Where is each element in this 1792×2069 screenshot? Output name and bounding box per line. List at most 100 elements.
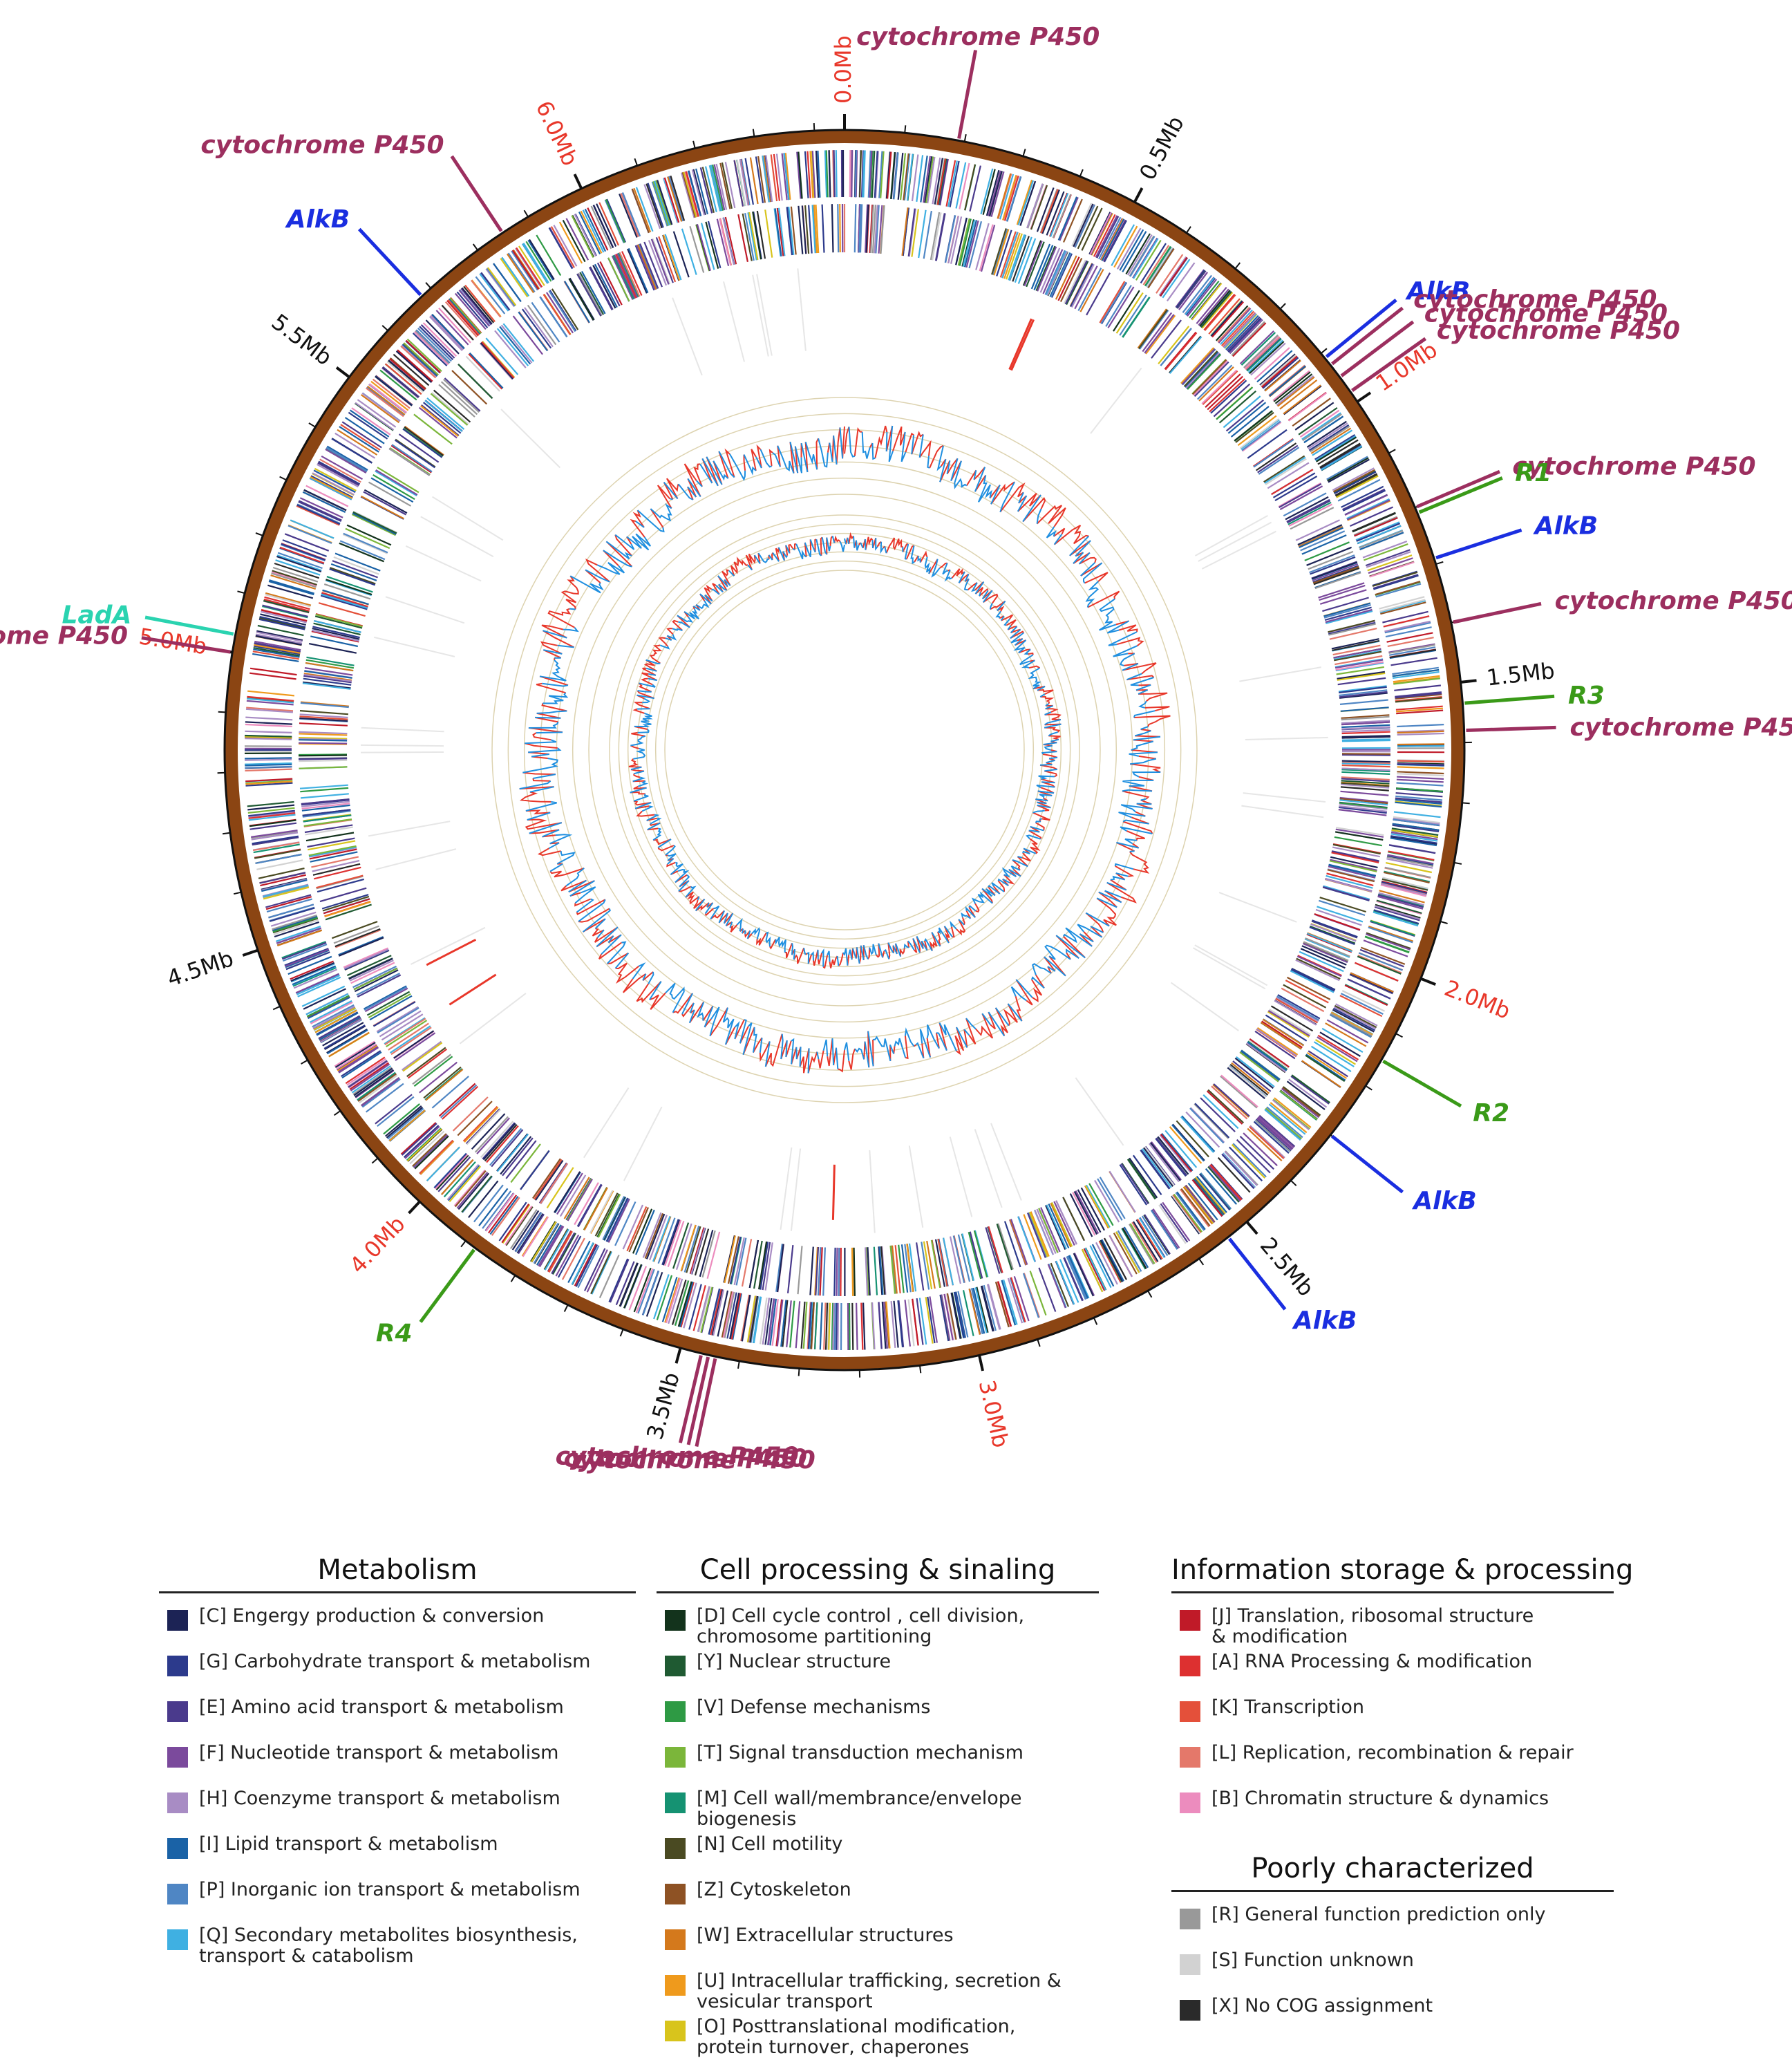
- annotation-label: cytochrome P450: [556, 1443, 799, 1471]
- cog-stripe: [1173, 1193, 1203, 1233]
- rna-ring: [360, 268, 1328, 1233]
- cog-stripe: [1243, 1132, 1278, 1166]
- cog-stripe: [776, 207, 784, 256]
- legend-swatch: [665, 1929, 686, 1950]
- cog-stripe: [1040, 189, 1059, 234]
- cog-stripe: [1232, 322, 1267, 357]
- cog-stripe: [1323, 885, 1370, 900]
- cog-stripe: [739, 159, 749, 206]
- cog-stripe: [1189, 281, 1220, 319]
- cog-stripe: [412, 333, 448, 366]
- cog-stripe: [1341, 783, 1390, 789]
- cog-stripe: [321, 894, 369, 910]
- annotation-leader: [1351, 337, 1427, 392]
- cog-stripe: [299, 713, 348, 719]
- cog-stripe: [741, 1239, 753, 1287]
- cog-stripe: [945, 215, 956, 263]
- cog-stripe: [307, 837, 355, 848]
- cog-stripe: [997, 1223, 1014, 1270]
- cog-stripe: [1396, 782, 1444, 787]
- cog-stripe: [668, 1278, 683, 1324]
- cog-stripe: [354, 969, 399, 993]
- cog-stripe: [1113, 1233, 1138, 1275]
- legend-item: [G] Carbohydrate transport & metabolism: [159, 1651, 636, 1697]
- cog-stripe: [531, 301, 560, 343]
- cog-stripe: [342, 533, 388, 554]
- cog-stripe: [1385, 626, 1432, 638]
- cog-stripe: [1379, 890, 1425, 904]
- cog-stripe: [1326, 456, 1368, 480]
- cog-stripe: [1265, 458, 1307, 485]
- cog-stripe: [1397, 743, 1445, 746]
- cog-stripe: [1151, 319, 1182, 359]
- cog-stripe: [312, 1004, 355, 1028]
- legend-title-metabolism: Metabolism: [159, 1554, 636, 1593]
- cog-stripe: [249, 667, 297, 676]
- cog-stripe: [1334, 471, 1377, 494]
- cog-stripe: [569, 277, 595, 321]
- cog-stripe: [586, 1249, 608, 1293]
- cog-stripe: [1185, 277, 1215, 315]
- cog-stripe: [1347, 978, 1391, 1000]
- legend-title-cell-processing: Cell processing & sinaling: [657, 1554, 1099, 1593]
- cog-stripe: [937, 1238, 948, 1287]
- cog-stripe: [1285, 980, 1329, 1004]
- scale-label: 6.0Mb: [531, 97, 583, 170]
- cog-stripe: [245, 763, 292, 767]
- cog-stripe: [1059, 196, 1079, 241]
- cog-stripe: [1176, 1120, 1209, 1158]
- cog-stripe: [880, 1246, 886, 1295]
- cog-stripe: [991, 228, 1007, 275]
- cog-stripe: [512, 315, 543, 355]
- cog-stripe: [691, 169, 706, 216]
- cog-stripe: [959, 218, 972, 266]
- cog-stripe: [1030, 1211, 1050, 1257]
- rna-mark: [432, 496, 504, 541]
- cog-stripe: [344, 949, 390, 971]
- cog-stripe: [247, 690, 295, 697]
- cog-stripe: [1312, 565, 1359, 584]
- cog-stripe: [1257, 1116, 1294, 1150]
- cog-stripe: [341, 421, 382, 449]
- cog-stripe: [500, 258, 529, 298]
- cog-stripe: [351, 1065, 391, 1094]
- cog-stripe: [1315, 908, 1362, 926]
- cog-stripe: [626, 1206, 648, 1252]
- annotation-leader: [1340, 320, 1415, 377]
- cog-stripe: [334, 1042, 376, 1069]
- cog-stripe: [1388, 644, 1435, 654]
- cog-stripe: [777, 207, 786, 256]
- cog-stripe: [454, 1170, 487, 1208]
- cog-stripe: [1101, 218, 1125, 261]
- cog-stripe: [636, 244, 657, 290]
- cog-stripe: [531, 1221, 557, 1262]
- cog-stripe: [1070, 263, 1093, 308]
- cog-stripe: [301, 804, 350, 812]
- cog-stripe: [1208, 1165, 1241, 1202]
- cog-stripe: [955, 217, 968, 265]
- cog-stripe: [719, 218, 732, 266]
- cog-stripe: [446, 300, 479, 337]
- cog-stripe: [1248, 1039, 1290, 1069]
- cog-stripe: [1395, 697, 1442, 703]
- cog-stripe: [762, 155, 770, 203]
- cog-stripe: [1167, 262, 1196, 302]
- cog-stripe: [1319, 1031, 1361, 1057]
- cog-stripe: [404, 426, 444, 456]
- cog-stripe: [1231, 1143, 1266, 1179]
- cog-stripe: [261, 609, 308, 622]
- cog-stripe: [1272, 472, 1316, 498]
- cog-stripe: [1162, 259, 1191, 299]
- cog-stripe: [1046, 191, 1065, 236]
- cog-stripe: [314, 620, 361, 633]
- cog-stripe: [1277, 376, 1315, 407]
- cog-stripe: [346, 955, 392, 977]
- cog-stripe: [1378, 892, 1424, 906]
- annotation-leader: [957, 50, 978, 139]
- cog-stripe: [1397, 730, 1444, 734]
- cog-stripe: [531, 1158, 561, 1199]
- cog-stripe: [577, 1245, 600, 1289]
- cog-stripe: [351, 407, 391, 436]
- cog-stripe: [783, 153, 790, 200]
- cog-stripe: [814, 1302, 818, 1349]
